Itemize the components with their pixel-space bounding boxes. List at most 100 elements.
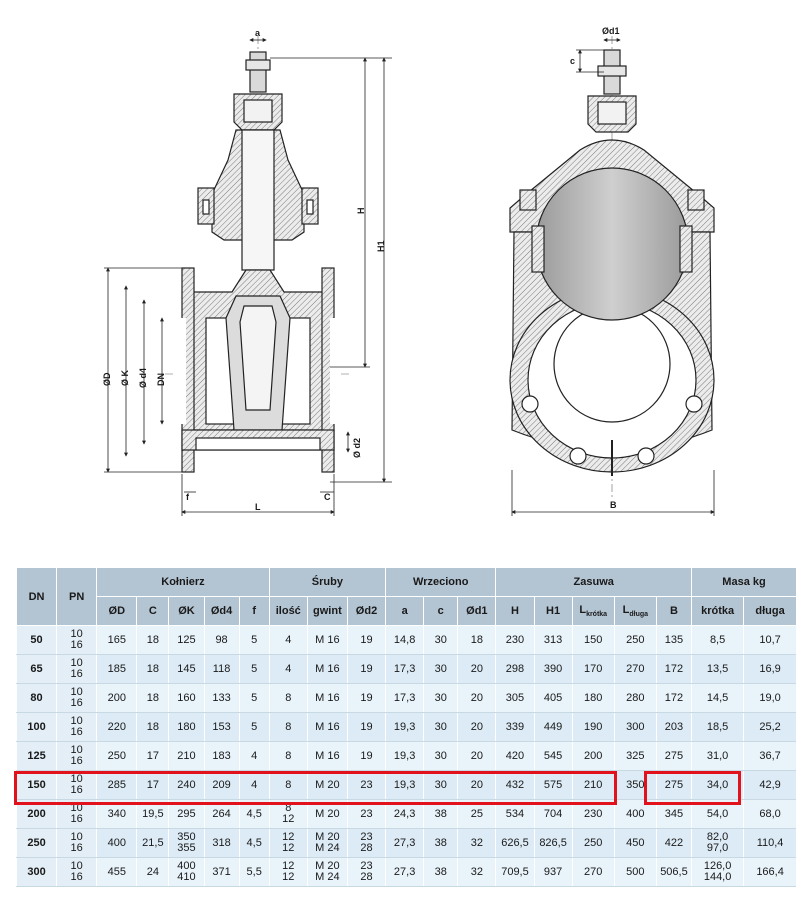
- cell-line: M 24: [315, 842, 340, 854]
- cell-f: 5: [238, 712, 270, 742]
- cell-dn: 80: [15, 683, 57, 713]
- cell-line: 23: [360, 860, 373, 872]
- l-symbol: L: [579, 603, 587, 616]
- col-header-od2: Ød2: [346, 596, 386, 626]
- cell-md: 110,4: [743, 828, 796, 858]
- cell-line: 12: [282, 871, 295, 883]
- cell-f: 4,5: [238, 828, 270, 858]
- cell-ld: 350: [613, 770, 657, 800]
- cell-dn: 65: [15, 654, 57, 684]
- cell-ld: 450: [613, 828, 657, 858]
- cell-a: 19,3: [385, 770, 424, 800]
- cell-line: M 20: [315, 831, 340, 843]
- cell-h: 709,5: [495, 857, 535, 887]
- cell-line: 28: [360, 842, 373, 854]
- left-view-dimensions: [104, 38, 392, 516]
- cell-line: 355: [177, 842, 196, 854]
- cell-d: 340: [96, 799, 137, 829]
- cell-dn: 300: [15, 857, 57, 887]
- cell-c: 30: [423, 683, 458, 713]
- cell-d4: 133: [203, 683, 240, 713]
- cell-dn: 50: [15, 625, 57, 655]
- cell-a: 17,3: [385, 683, 424, 713]
- cell-lk: 170: [571, 654, 615, 684]
- col-header-a: a: [385, 596, 424, 626]
- cell-h: 626,5: [495, 828, 535, 858]
- cell-h1: 390: [533, 654, 573, 684]
- cell-b: 275: [655, 741, 692, 771]
- right-view-dimensions: [511, 38, 715, 516]
- group-header-sruby: Śruby: [268, 568, 386, 597]
- dim-L-label: L: [255, 502, 261, 512]
- cell-line: 16: [70, 639, 83, 651]
- cell-gwint: M 16: [306, 741, 348, 771]
- col-header-ok: ØK: [168, 596, 205, 626]
- cell-a: 17,3: [385, 654, 424, 684]
- left-section-view: [165, 36, 352, 473]
- right-section-view: [509, 36, 715, 500]
- cell-d: 165: [96, 625, 137, 655]
- cell-k: 210: [168, 741, 205, 771]
- l-krotka-subscript: krótka: [586, 611, 608, 619]
- cell-dn: 250: [15, 828, 57, 858]
- cell-f: 5: [238, 625, 270, 655]
- cell-c: 30: [423, 654, 458, 684]
- cell-line: 16: [70, 871, 83, 883]
- l-symbol: L: [622, 603, 630, 616]
- cell-lk: 150: [571, 625, 615, 655]
- cell-gwint: M 16: [306, 683, 348, 713]
- cell-lk: 210: [571, 770, 615, 800]
- cell-line: M 20: [315, 860, 340, 872]
- cell-mk: 13,5: [691, 654, 744, 684]
- cell-dn: 100: [15, 712, 57, 742]
- dim-Od1-label: Ød1: [602, 26, 620, 36]
- cell-dn: 200: [15, 799, 57, 829]
- cell-d: 285: [96, 770, 137, 800]
- cell-d: 400: [96, 828, 137, 858]
- right-view-labels: Ød1 c B: [570, 26, 620, 510]
- cell-f: 4,5: [238, 799, 270, 829]
- cell-line: 8: [285, 802, 292, 814]
- dim-f-label: f: [186, 492, 190, 502]
- cell-d4: 264: [203, 799, 240, 829]
- cell-dn: 150: [15, 770, 57, 800]
- cell-mk: 8,5: [691, 625, 744, 655]
- dim-a-label: a: [255, 28, 261, 38]
- cell-line: 23: [360, 831, 373, 843]
- cell-gwint: M 20: [306, 799, 348, 829]
- cell-c: 38: [423, 828, 458, 858]
- cell-h1: 826,5: [533, 828, 573, 858]
- cell-h1: 449: [533, 712, 573, 742]
- col-header-od4: Ød4: [203, 596, 240, 626]
- cell-c: 21,5: [136, 828, 169, 858]
- cell-h: 305: [495, 683, 535, 713]
- cell-d4: 209: [203, 770, 240, 800]
- cell-ld: 500: [613, 857, 657, 887]
- cell-ilosc: 8: [268, 770, 308, 800]
- col-header-masa-dluga: długa: [743, 596, 796, 626]
- cell-ld: 250: [613, 625, 657, 655]
- col-header-c-cap: C: [136, 596, 169, 626]
- dim-OK-label: Ø K: [120, 369, 130, 386]
- cell-c: 19,5: [136, 799, 169, 829]
- cell-line: 97,0: [706, 842, 729, 854]
- cell-d1: 25: [457, 799, 496, 829]
- cell-line: 16: [70, 726, 83, 738]
- cell-line: 16: [70, 668, 83, 680]
- cell-b: 203: [655, 712, 692, 742]
- cell-d1: 20: [457, 654, 496, 684]
- cell-d1: 20: [457, 683, 496, 713]
- cell-b: 275: [655, 770, 692, 800]
- col-header-od1: Ød1: [457, 596, 496, 626]
- cell-md: 16,9: [743, 654, 796, 684]
- cell-a: 24,3: [385, 799, 424, 829]
- cell-lk: 270: [571, 857, 615, 887]
